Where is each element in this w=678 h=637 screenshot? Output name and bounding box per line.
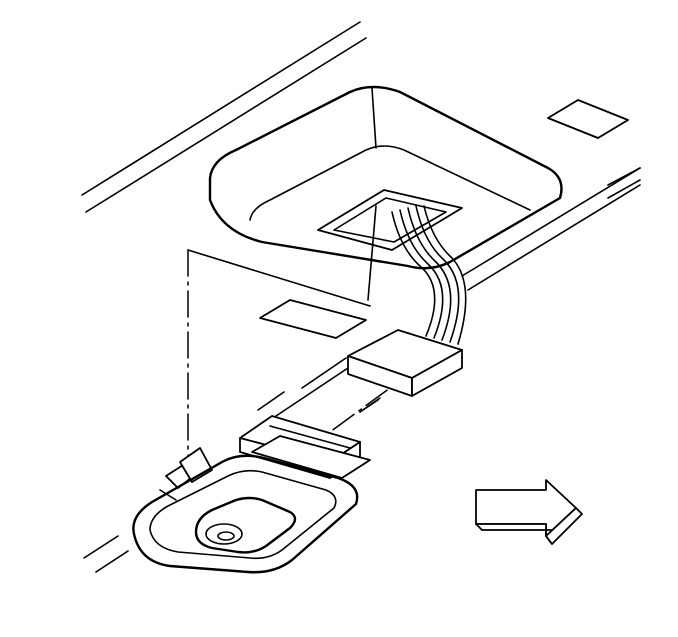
switch-bezel-outer (132, 454, 359, 574)
headliner-edge-line (83, 535, 119, 559)
lamp-switch-assembly (132, 415, 371, 574)
harness-wire (391, 211, 436, 337)
console-outer-rim (208, 85, 563, 270)
headliner-edge-line (607, 179, 641, 199)
headliner-edge-line (81, 21, 361, 196)
console-opening (317, 189, 463, 251)
connector-side-face (411, 349, 463, 397)
arrow-shadow (475, 523, 553, 545)
headliner-vent-shade (547, 117, 599, 139)
harness-connector (347, 329, 463, 397)
headliner-vent (547, 99, 629, 139)
harness-wire (415, 205, 460, 343)
headliner-edge-line (85, 37, 367, 213)
arrow-shadow-tip (545, 507, 583, 545)
lamp-push-button (205, 523, 243, 545)
headliner-edge-line (257, 391, 285, 411)
console-housing (208, 85, 629, 339)
harness-wire (423, 205, 467, 345)
harness-guide-line (367, 205, 377, 301)
lamp-lens (194, 496, 297, 554)
harness-wire (399, 209, 444, 339)
switch-bezel-inner (149, 469, 337, 560)
switch-socket-slot (269, 425, 351, 449)
console-inner-rim (249, 145, 531, 221)
alignment-line (359, 397, 381, 413)
harness-wire (407, 207, 452, 341)
headliner-edge-line (95, 550, 129, 573)
headliner-edge-line (301, 357, 347, 389)
headliner-edge-line (299, 367, 349, 401)
retaining-clip-edge (159, 489, 177, 501)
direction-arrow (475, 479, 583, 545)
switch-socket-lower (251, 435, 371, 479)
console-rim-crease (371, 87, 377, 149)
wiring-harness (367, 205, 467, 345)
headliner-edge-line (467, 184, 641, 291)
lamp-push-button-center (217, 531, 235, 541)
alignment-line (187, 249, 371, 307)
headliner-slot (259, 299, 367, 339)
headliner-edge-line (461, 167, 641, 277)
